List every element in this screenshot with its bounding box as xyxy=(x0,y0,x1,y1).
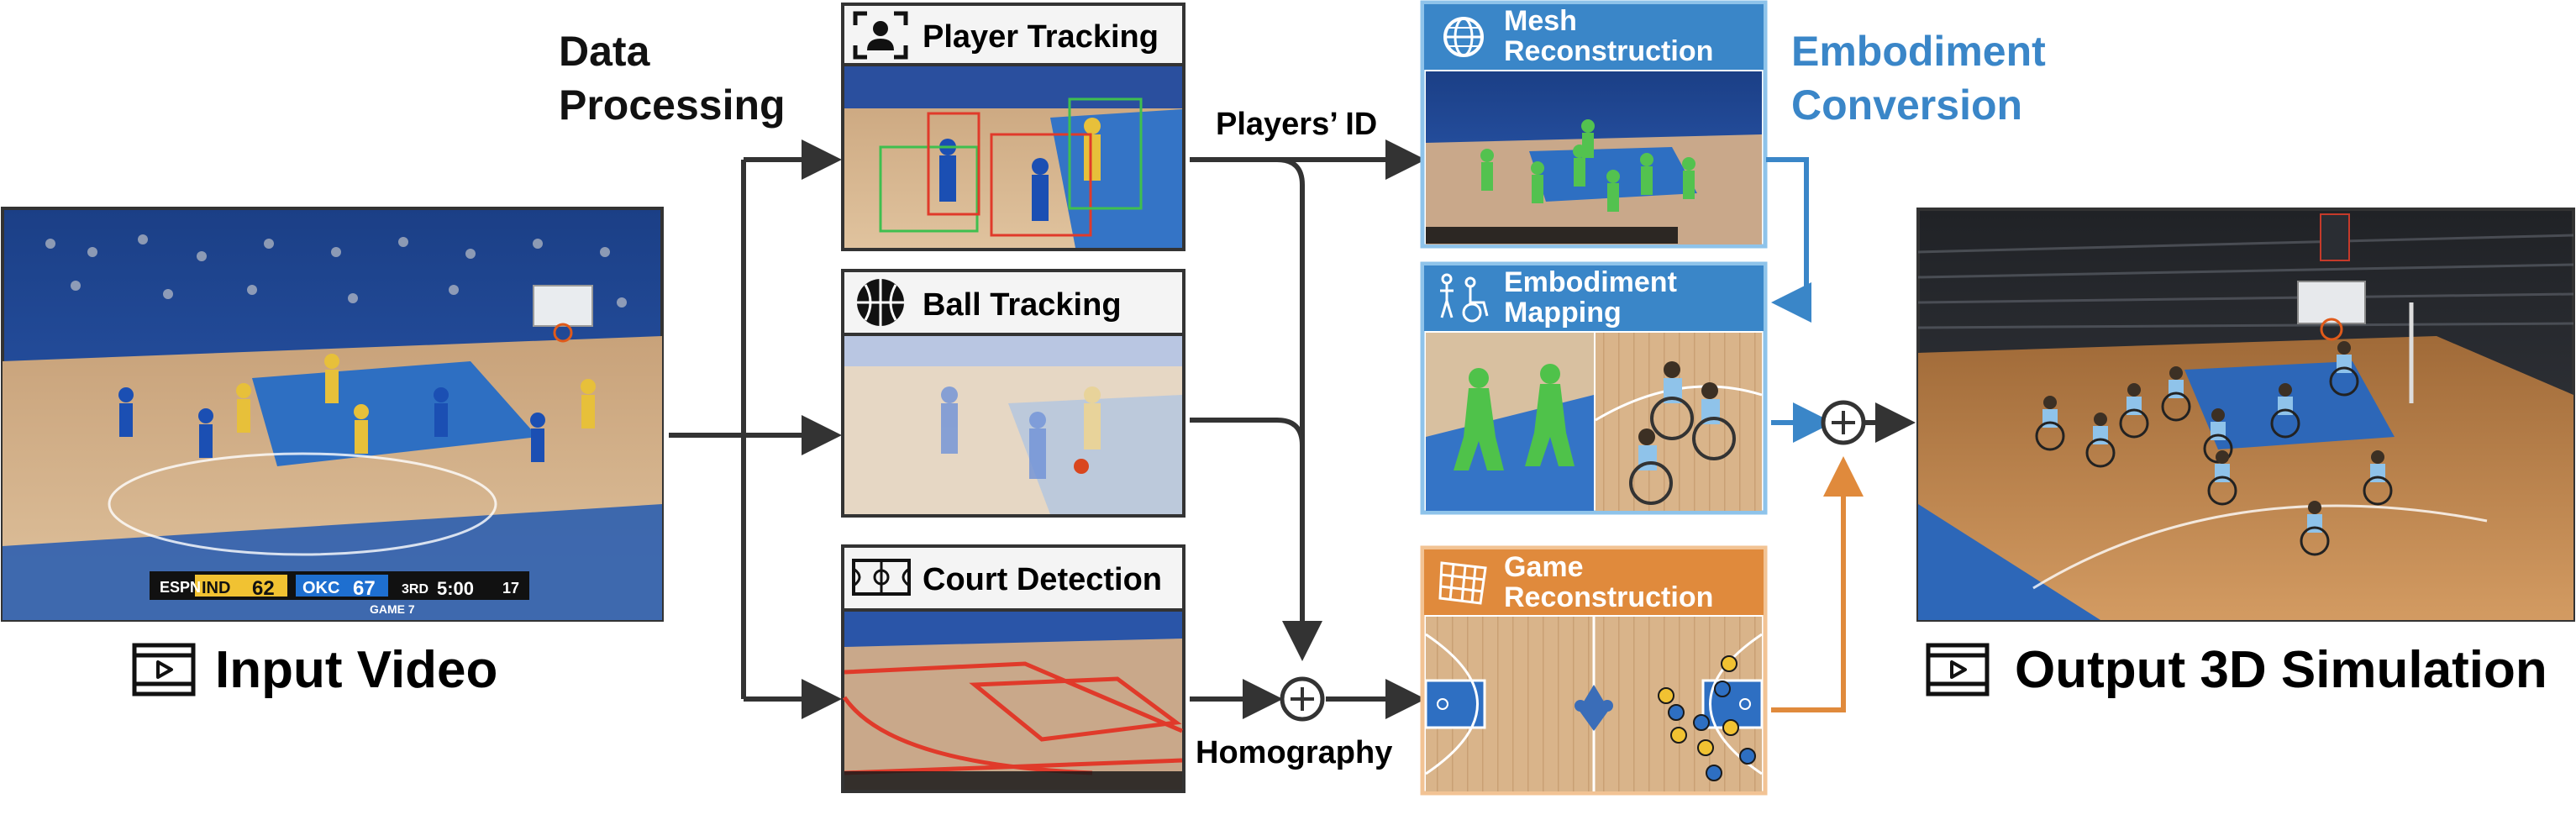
player-tracking-module: Player Tracking xyxy=(841,3,1185,251)
data-processing-title-line1: Data xyxy=(559,28,651,75)
team2-name: OKC xyxy=(302,579,339,597)
player-positions xyxy=(1658,655,1756,781)
mesh-to-mapping-arrow xyxy=(1766,157,1811,323)
embodiment-mapping-module: Embodiment Mapping xyxy=(1420,261,1768,515)
input-video-players xyxy=(118,354,596,462)
embodiment-mapping-label-line2: Mapping xyxy=(1504,297,1622,329)
embodiment-conversion-title-line1: Embodiment xyxy=(1791,28,2046,75)
simulated-wheelchair-players xyxy=(2035,341,2393,556)
mesh-figures xyxy=(1480,119,1695,212)
fusion-sum-node xyxy=(1821,400,1866,445)
globe-mesh-icon xyxy=(1443,17,1484,57)
output-simulation-panel xyxy=(1916,208,2575,622)
mesh-reconstruction-label-line2: Reconstruction xyxy=(1504,35,1713,67)
wheelchair-person-icon xyxy=(1440,273,1489,323)
homography-sum-node xyxy=(1280,676,1325,722)
scoreboard: ESPN IND 62 OKC 67 3RD 5:00 17 GAME 7 xyxy=(150,571,529,616)
homography-label: Homography xyxy=(1196,735,1392,770)
court-detection-module: Court Detection xyxy=(841,544,1185,793)
game-to-fusion-arrow xyxy=(1771,456,1864,712)
person-frame-icon xyxy=(853,11,908,60)
mesh-reconstruction-label-line1: Mesh xyxy=(1504,5,1577,37)
game-clock: 5:00 xyxy=(437,578,474,599)
ball-tracking-label: Ball Tracking xyxy=(923,287,1122,323)
grid-net-icon xyxy=(1438,561,1487,605)
shot-clock: 17 xyxy=(502,580,519,597)
wheelchair-players xyxy=(1629,361,1736,505)
game-number: GAME 7 xyxy=(370,602,415,616)
team1-name: IND xyxy=(202,579,230,597)
game-reconstruction-module: Game Reconstruction xyxy=(1420,545,1768,796)
player-bounding-boxes xyxy=(879,97,1143,237)
embodiment-conversion-title-line2: Conversion xyxy=(1791,81,2022,129)
scoreboard-network: ESPN xyxy=(160,579,201,596)
game-reconstruction-label-line1: Game xyxy=(1504,551,1584,583)
data-processing-title-line2: Processing xyxy=(559,81,786,129)
players-id-label: Players’ ID xyxy=(1216,107,1377,142)
green-mesh-players xyxy=(1454,364,1575,470)
game-reconstruction-label-line2: Reconstruction xyxy=(1504,581,1713,613)
ball-tracking-module: Ball Tracking xyxy=(841,269,1185,518)
output-sim-caption: Output 3D Simulation xyxy=(1926,641,2547,699)
ball-marker xyxy=(1074,459,1089,474)
film-play-icon xyxy=(1926,643,1990,696)
input-video-label: Input Video xyxy=(215,641,497,699)
team1-score: 62 xyxy=(252,577,275,600)
center-court-logo xyxy=(1575,685,1613,731)
basketball-icon xyxy=(857,279,904,326)
court-detection-label: Court Detection xyxy=(923,562,1162,597)
embodiment-mapping-label-line1: Embodiment xyxy=(1504,266,1677,298)
film-play-icon xyxy=(132,643,196,696)
team2-score: 67 xyxy=(353,577,376,600)
module-connectors xyxy=(1190,139,1426,719)
mesh-reconstruction-module: Mesh Reconstruction xyxy=(1420,0,1768,249)
court-icon xyxy=(852,559,911,596)
input-video-caption: Input Video xyxy=(132,641,497,699)
input-branch-arrows xyxy=(669,139,842,719)
output-sim-label: Output 3D Simulation xyxy=(2015,641,2547,699)
player-tracking-label: Player Tracking xyxy=(923,19,1159,55)
detected-court-lines xyxy=(842,661,1183,775)
quarter: 3RD xyxy=(402,582,428,597)
input-video-panel: ESPN IND 62 OKC 67 3RD 5:00 17 GAME 7 xyxy=(1,207,664,622)
